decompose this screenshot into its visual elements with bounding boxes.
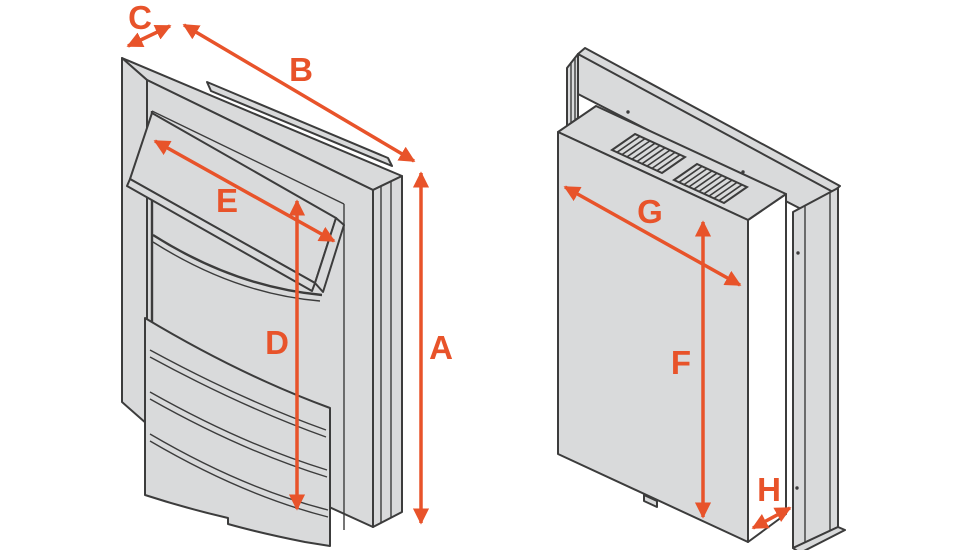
- fret-slat-1b: [149, 356, 327, 438]
- screw-hole-3: [796, 251, 800, 255]
- dimension-label-f: F: [671, 344, 691, 381]
- dimension-label-b: B: [289, 51, 313, 88]
- dimension-label-h: H: [757, 471, 781, 508]
- vent-grille-1-louvres: [616, 135, 681, 172]
- frame-right-strips: [792, 187, 839, 549]
- bottom-clip-tab: [643, 494, 658, 508]
- dimension-arrow-b: [182, 23, 416, 163]
- dimension-label-c: C: [128, 0, 152, 36]
- front-view-figure: [121, 57, 403, 547]
- screw-hole-4: [795, 486, 799, 490]
- dimension-label-g: G: [637, 193, 663, 230]
- dimension-arrows: [126, 23, 792, 530]
- dimension-label-e: E: [216, 182, 238, 219]
- frame-left-end-cap: [566, 53, 579, 127]
- fret-slat-2b: [149, 398, 328, 478]
- fret-slat-3: [149, 433, 329, 511]
- dimension-label-d: D: [265, 324, 289, 361]
- vent-grille-1: [609, 132, 688, 175]
- fret-slat-2: [149, 391, 328, 471]
- screw-hole-1: [626, 110, 630, 114]
- dimension-arrow-h: [751, 506, 792, 530]
- fret-slat-3b: [149, 440, 329, 518]
- canopy-right-end: [314, 217, 345, 293]
- dimension-label-a: A: [429, 329, 453, 366]
- screw-hole-2: [741, 170, 745, 174]
- fret-slat-1: [149, 349, 327, 431]
- dimension-arrow-c: [126, 24, 172, 48]
- dimension-labels: C B A E D G F H: [128, 0, 781, 508]
- frame-bottom-end-cap: [792, 526, 846, 550]
- fret-panel: [144, 317, 331, 547]
- left-flange: [121, 57, 148, 425]
- frame-right-return: [372, 175, 403, 528]
